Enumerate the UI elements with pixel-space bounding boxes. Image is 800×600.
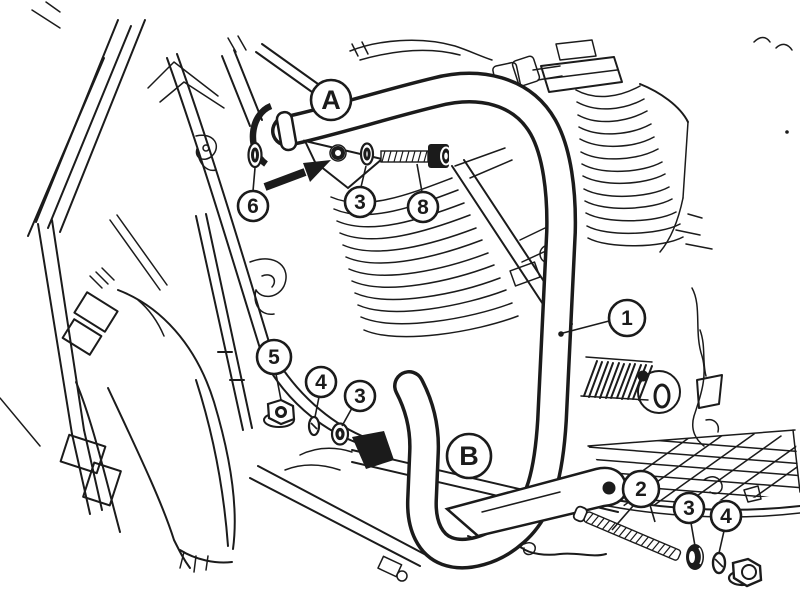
front-fork	[0, 19, 225, 515]
callout-5: 5	[255, 338, 293, 376]
callout-6: 6	[236, 189, 270, 223]
callouts: A B 1 2 3 3 3 4	[236, 78, 743, 533]
svg-text:1: 1	[621, 307, 633, 330]
motorcycle-line-art	[0, 1, 800, 582]
leader-lines	[252, 163, 725, 554]
callout-A: A	[309, 78, 353, 122]
svg-text:B: B	[459, 441, 479, 471]
svg-text:A: A	[321, 85, 341, 115]
callout-8: 8	[406, 190, 440, 224]
hex-flange-nut-icon	[727, 557, 763, 588]
callout-4: 4	[709, 499, 743, 533]
svg-text:5: 5	[268, 346, 280, 369]
mount-hole	[331, 146, 345, 160]
svg-text:2: 2	[635, 478, 647, 501]
flat-washer-icon	[330, 422, 350, 446]
front-cylinder-fins	[330, 177, 519, 338]
spring-washer-icon	[711, 551, 727, 575]
socket-head-cap-screw-icon	[380, 144, 452, 168]
svg-text:4: 4	[315, 371, 327, 394]
svg-text:3: 3	[354, 191, 366, 214]
hex-flange-nut-icon	[263, 398, 296, 428]
flat-washer-icon	[686, 544, 704, 570]
lower-mount-bracket	[352, 431, 394, 469]
rear-cylinder-fins	[575, 83, 689, 253]
shock-spring	[580, 356, 681, 414]
background-marks	[31, 1, 793, 250]
hardware	[247, 141, 763, 588]
svg-text:6: 6	[247, 195, 259, 218]
svg-text:3: 3	[683, 497, 695, 520]
valve-cover	[540, 39, 623, 93]
brake-caliper	[59, 267, 122, 507]
front-fender	[75, 289, 245, 573]
callout-4: 4	[304, 365, 338, 399]
callout-1: 1	[607, 298, 647, 338]
callout-3: 3	[343, 379, 377, 413]
flat-washer-icon	[247, 141, 263, 169]
svg-text:3: 3	[354, 385, 366, 408]
flat-washer-icon	[359, 142, 375, 166]
crankcase-outline	[691, 287, 762, 503]
long-threaded-bolt-icon	[572, 505, 682, 561]
callout-3: 3	[343, 185, 377, 219]
callout-2: 2	[621, 469, 661, 509]
spring-washer-icon	[307, 415, 321, 437]
leader-dot	[558, 331, 564, 337]
engine-guard-tube	[249, 71, 628, 570]
horn-bracket-curls	[195, 134, 287, 315]
svg-text:4: 4	[720, 505, 732, 528]
callout-B: B	[445, 432, 493, 480]
upper-gusset-plate	[303, 139, 385, 190]
direction-arrow-head	[303, 160, 331, 182]
callout-3: 3	[672, 491, 706, 525]
direction-arrow-shaft	[263, 168, 307, 191]
svg-text:8: 8	[417, 196, 429, 219]
